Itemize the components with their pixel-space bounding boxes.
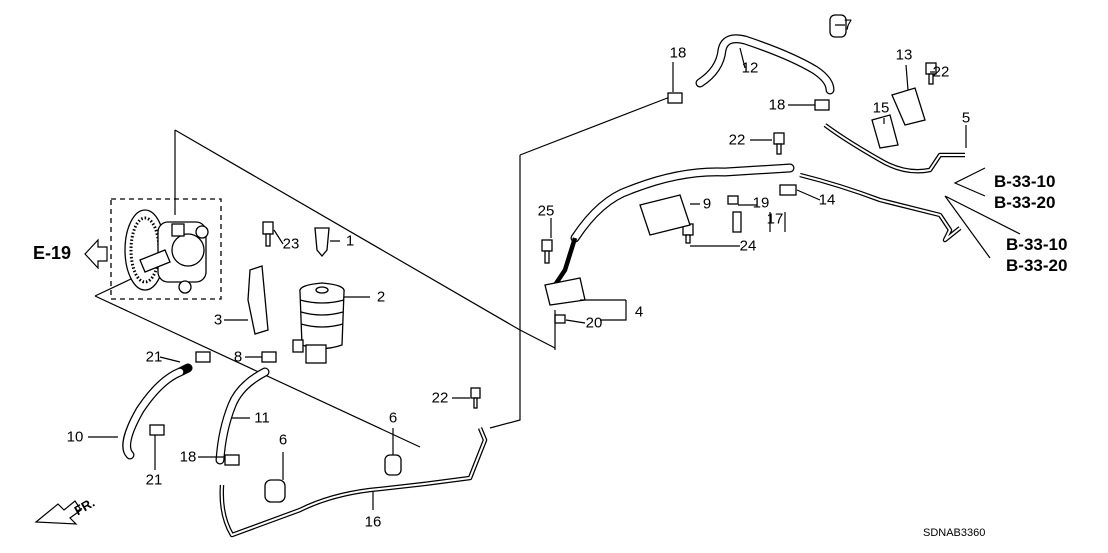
bolts [262,62,937,409]
part-callout[interactable]: 19 [752,194,770,212]
bracket [247,265,269,335]
reference-e19[interactable]: E-19 [33,243,72,263]
part-callout[interactable]: 22 [932,63,950,81]
reference-b33-20-upper[interactable]: B-33-20 [994,193,1056,212]
drawing-code: SDNAB3360 [923,527,986,539]
part-callout[interactable]: 25 [537,202,555,220]
part-callout[interactable]: 4 [634,303,644,321]
part-callout[interactable]: 11 [254,409,270,427]
leader-lines [88,24,967,510]
pump-assembly-box [110,198,222,300]
part-callout[interactable]: 23 [282,235,300,253]
clamps [149,14,926,503]
part-callout[interactable]: 6 [278,431,288,449]
part-callout[interactable]: 9 [702,195,712,213]
part-callout[interactable]: 7 [843,16,853,34]
part-callout[interactable]: 18 [768,96,786,114]
reservoir [292,282,345,364]
reference-b33-20-lower[interactable]: B-33-20 [1006,256,1068,275]
part-callout[interactable]: 12 [741,59,759,77]
part-callout[interactable]: 17 [766,210,784,228]
part-callout[interactable]: 8 [233,348,243,366]
front-direction-arrow-icon [34,500,82,525]
group-leader-pump [94,129,521,448]
part-callout[interactable]: 1 [345,232,355,250]
part-callout[interactable]: 21 [145,471,163,489]
cap [314,227,330,258]
part-callout[interactable]: 22 [431,389,449,407]
part-callout[interactable]: 18 [669,44,687,62]
part-callout[interactable]: 2 [376,288,386,306]
reference-arrow-icon [84,238,108,270]
part-callout[interactable]: 24 [739,237,757,255]
part-callout[interactable]: 21 [145,348,163,366]
part-callout[interactable]: 5 [961,109,971,127]
part-callout[interactable]: 20 [585,314,603,332]
part-callout[interactable]: 6 [388,409,398,427]
part-callout[interactable]: 10 [66,428,84,446]
part-callout[interactable]: 22 [728,131,746,149]
power-steering-pump [124,209,209,294]
part-callout[interactable]: 14 [818,191,836,209]
reference-b33-10-lower[interactable]: B-33-10 [1006,235,1068,254]
part-callout[interactable]: 3 [213,311,223,329]
group-leader-hose [489,96,671,429]
part-callout[interactable]: 15 [872,99,890,117]
part-callout[interactable]: 13 [895,46,913,64]
reference-b33-10-upper[interactable]: B-33-10 [994,172,1056,191]
part-callout[interactable]: 16 [364,513,382,531]
part-callout[interactable]: 18 [179,448,197,466]
reference-arrows [944,167,1021,259]
